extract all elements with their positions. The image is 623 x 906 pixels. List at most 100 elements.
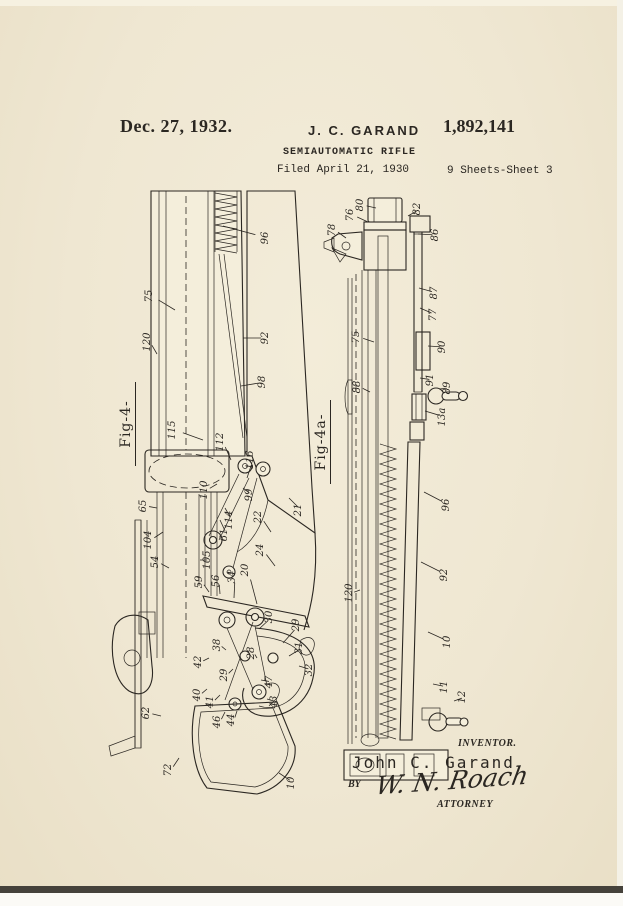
leader-line <box>203 584 210 593</box>
ref-numeral-78: 78 <box>327 224 338 237</box>
attorney-caption: ATTORNEY <box>437 799 494 810</box>
ref-numeral-56: 56 <box>211 574 222 587</box>
ref-numeral-96: 96 <box>260 231 271 244</box>
ref-numeral-12: 12 <box>457 691 468 704</box>
ref-numeral-43: 43 <box>269 696 280 710</box>
fig4a-band-swivel-group <box>409 387 469 441</box>
fig4a-muzzle-group <box>323 197 431 271</box>
ref-numeral-10: 10 <box>286 776 297 789</box>
ref-numeral-44: 44 <box>226 714 237 728</box>
fig4-operating-handle-group <box>144 449 230 493</box>
ref-numeral-90: 90 <box>437 340 448 353</box>
ref-numeral-59: 59 <box>194 575 205 588</box>
ref-numeral-86: 86 <box>430 228 441 241</box>
ref-numeral-62: 62 <box>141 707 152 720</box>
ref-numeral-10: 10 <box>442 635 453 648</box>
leader-line <box>154 531 164 539</box>
leader-line <box>228 668 234 674</box>
ref-numeral-28: 28 <box>246 647 257 661</box>
leader-line <box>218 584 221 595</box>
ref-numeral-116: 116 <box>245 450 256 470</box>
ref-numeral-114: 114 <box>224 510 235 529</box>
ref-numeral-91: 91 <box>425 374 436 387</box>
leader-line <box>254 654 258 659</box>
ref-numeral-75: 75 <box>351 331 362 344</box>
leader-line <box>233 582 236 599</box>
leader-line <box>363 338 375 343</box>
ref-numeral-110: 110 <box>199 480 210 500</box>
ref-numeral-105: 105 <box>202 550 213 569</box>
leader-line <box>288 649 299 657</box>
ref-numeral-30: 30 <box>264 610 275 623</box>
leader-line <box>172 757 180 767</box>
paper-edge-bottom <box>0 893 623 906</box>
ref-numeral-98: 98 <box>257 376 268 389</box>
leader-line <box>260 679 269 682</box>
leader-line <box>424 410 440 416</box>
leader-line <box>151 345 158 355</box>
ref-numeral-24: 24 <box>255 544 266 558</box>
filed-date: Filed April 21, 1930 <box>277 164 410 176</box>
ref-numeral-46: 46 <box>212 715 223 729</box>
leader-line <box>258 620 269 630</box>
fig4-bolt-linkage-group <box>156 458 271 658</box>
fig4a-handguard-spring-group <box>378 441 421 741</box>
leader-line <box>337 231 347 239</box>
ref-numeral-21: 21 <box>293 504 304 518</box>
fig4-caption: Fig-4- <box>118 382 136 466</box>
ref-numeral-41: 41 <box>205 696 216 710</box>
leader-line <box>420 561 440 572</box>
ref-numeral-29: 29 <box>291 618 302 632</box>
inventor-name: J. C. GARAND <box>308 123 421 138</box>
ref-numeral-72: 72 <box>163 764 174 777</box>
leader-line <box>366 205 377 209</box>
ref-numeral-13a: 13a <box>437 408 448 427</box>
leader-line <box>266 554 276 567</box>
ref-numeral-92: 92 <box>439 569 450 582</box>
leader-line <box>419 307 432 314</box>
scan-edge-line <box>0 886 623 893</box>
leader-line <box>453 697 463 702</box>
by-label: BY <box>348 779 361 790</box>
invention-title: SEMIAUTOMATIC RIFLE <box>283 147 417 158</box>
ref-numeral-40: 40 <box>192 688 203 702</box>
inventor-caption: INVENTOR. <box>458 738 517 749</box>
ref-numeral-34: 34 <box>227 571 238 584</box>
leader-line <box>417 233 433 236</box>
ref-numeral-104: 104 <box>143 530 154 549</box>
fig4a-butt-group <box>343 707 469 781</box>
fig4-recoil-spring <box>214 192 238 254</box>
inventor-signature: John C. Garand <box>352 753 515 772</box>
ref-numeral-115: 115 <box>167 420 178 439</box>
ref-numeral-22: 22 <box>253 511 264 525</box>
ref-numeral-75: 75 <box>144 290 155 303</box>
leader-line <box>214 694 221 701</box>
leader-line <box>407 210 417 217</box>
leader-line <box>149 506 158 509</box>
ref-numeral-88: 88 <box>352 381 363 394</box>
ref-numeral-54: 54 <box>150 556 161 569</box>
ref-numeral-87: 87 <box>429 286 440 299</box>
leader-line <box>158 299 176 311</box>
leader-line <box>357 216 369 223</box>
ref-numeral-20: 20 <box>240 563 251 577</box>
ref-numeral-42: 42 <box>193 656 204 670</box>
leader-line <box>278 772 291 781</box>
fig4a-barrel-group <box>344 232 431 744</box>
ref-numeral-80: 80 <box>355 198 366 211</box>
leader-line <box>298 665 309 670</box>
ref-numeral-120: 120 <box>142 332 153 352</box>
leader-line <box>354 589 361 593</box>
leader-line <box>427 345 441 348</box>
leader-line <box>152 713 162 717</box>
fig4a-caption: Fig-4a- <box>313 400 331 484</box>
paper-edge-right <box>617 0 623 906</box>
fig4-pistol-grip-group <box>191 701 296 795</box>
ref-numeral-89: 89 <box>442 381 453 394</box>
ref-numeral-112: 112 <box>215 432 226 451</box>
leader-line <box>224 446 232 461</box>
leader-line <box>160 563 170 569</box>
ref-numeral-99: 99 <box>244 488 255 501</box>
